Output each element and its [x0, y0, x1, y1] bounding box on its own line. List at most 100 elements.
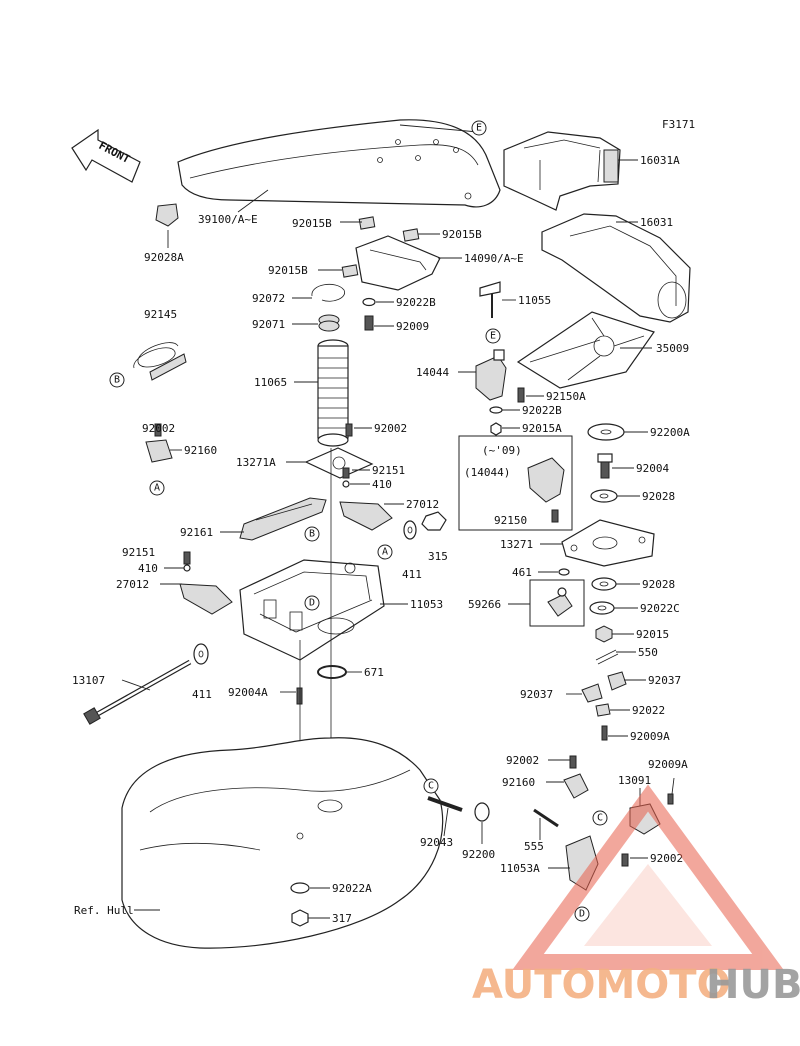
label-92004: 92004: [636, 462, 669, 475]
callout-a-left: A: [149, 480, 165, 496]
label-92002-2: 92002: [374, 422, 407, 435]
label-59266: 59266: [468, 598, 501, 611]
label-317: 317: [332, 912, 352, 925]
mount-bracket-part: [516, 311, 655, 389]
label-13271a: 13271A: [236, 456, 276, 469]
label-92022c: 92022C: [640, 602, 680, 615]
part-labels: 39100/A~E 92028A 92015B 92015B 92015B 14…: [72, 154, 690, 925]
saddle-part: [503, 131, 621, 211]
label-92022a: 92022A: [332, 882, 372, 895]
label-14090: 14090/A~E: [464, 252, 524, 265]
label-14044-paren: (14044): [464, 466, 510, 479]
label-92009: 92009: [396, 320, 429, 333]
label-11065: 11065: [254, 376, 287, 389]
label-92160-1: 92160: [184, 444, 217, 457]
callout-e-top: E: [471, 120, 487, 136]
label-35009: 35009: [656, 342, 689, 355]
label-671: 671: [364, 666, 384, 679]
triangle-logo-icon: [512, 784, 784, 970]
svg-text:E: E: [476, 123, 482, 134]
label-92022b-1: 92022B: [396, 296, 436, 309]
shaft-part: [83, 659, 192, 725]
cover-part: [177, 119, 501, 208]
label-315: 315: [428, 550, 448, 563]
label-92022: 92022: [632, 704, 665, 717]
label-92028a: 92028A: [144, 251, 184, 264]
label-92037-1: 92037: [648, 674, 681, 687]
label-27012-2: 27012: [116, 578, 149, 591]
label-11053a: 11053A: [500, 862, 540, 875]
callout-d-bracket: D: [574, 906, 590, 922]
callout-c-bracket: C: [592, 810, 608, 826]
svg-text:E: E: [490, 331, 496, 342]
svg-text:D: D: [579, 909, 585, 920]
label-92015a: 92015A: [522, 422, 562, 435]
svg-text:B: B: [114, 375, 120, 386]
label-92004a: 92004A: [228, 686, 268, 699]
callout-d-housing: D: [304, 595, 320, 611]
label-92150: 92150: [494, 514, 527, 527]
callout-e-right: E: [485, 328, 501, 344]
watermark-part2: HUB: [706, 962, 800, 1008]
callout-b-spring: B: [109, 372, 125, 388]
label-92200a: 92200A: [650, 426, 690, 439]
boot-part: [317, 339, 349, 447]
label-461: 461: [512, 566, 532, 579]
label-410-2: 410: [138, 562, 158, 575]
watermark-logo: AUTOMOTO HUB: [472, 784, 800, 1008]
knob-part: [155, 203, 179, 227]
ref-hull-label: Ref. Hull: [74, 904, 134, 917]
svg-text:B: B: [309, 529, 315, 540]
label-14044: 14044: [416, 366, 449, 379]
label-11055: 11055: [518, 294, 551, 307]
label-92150a: 92150A: [546, 390, 586, 403]
svg-text:A: A: [382, 547, 388, 558]
figure-code: F3171: [662, 118, 695, 131]
label-92015: 92015: [636, 628, 669, 641]
svg-text:C: C: [428, 781, 434, 792]
label-92145: 92145: [144, 308, 177, 321]
year-note: (~'09): [482, 444, 522, 457]
label-39100: 39100/A~E: [198, 213, 258, 226]
label-92002-3: 92002: [506, 754, 539, 767]
label-92015b-2: 92015B: [442, 228, 482, 241]
svg-text:A: A: [154, 483, 160, 494]
label-92072: 92072: [252, 292, 285, 305]
label-92009a-2: 92009A: [648, 758, 688, 771]
label-411-1: 411: [402, 568, 422, 581]
label-92071: 92071: [252, 318, 285, 331]
label-92200: 92200: [462, 848, 495, 861]
watermark-part1: AUTOMOTO: [472, 962, 731, 1008]
label-92151-2: 92151: [122, 546, 155, 559]
label-92002-1: 92002: [142, 422, 175, 435]
label-92028-1: 92028: [642, 490, 675, 503]
label-13091: 13091: [618, 774, 651, 787]
svg-text:D: D: [309, 598, 315, 609]
label-92043: 92043: [420, 836, 453, 849]
front-arrow-icon: FRONT: [71, 128, 141, 183]
hull-part: [121, 737, 444, 949]
label-92002-4: 92002: [650, 852, 683, 865]
label-27012-1: 27012: [406, 498, 439, 511]
callout-b-housing: B: [304, 526, 320, 542]
svg-text:C: C: [597, 813, 603, 824]
label-92009a-1: 92009A: [630, 730, 670, 743]
label-13271: 13271: [500, 538, 533, 551]
label-92015b-1: 92015B: [292, 217, 332, 230]
callout-a-housing: A: [377, 544, 393, 560]
label-92151-1: 92151: [372, 464, 405, 477]
label-411-2: 411: [192, 688, 212, 701]
label-11053: 11053: [410, 598, 443, 611]
callout-c-pin: C: [423, 778, 439, 794]
label-92028-2: 92028: [642, 578, 675, 591]
label-16031: 16031: [640, 216, 673, 229]
label-555: 555: [524, 840, 544, 853]
label-92160-2: 92160: [502, 776, 535, 789]
label-92015b-3: 92015B: [268, 264, 308, 277]
label-16031a: 16031A: [640, 154, 680, 167]
label-92161: 92161: [180, 526, 213, 539]
label-13107: 13107: [72, 674, 105, 687]
label-92037-2: 92037: [520, 688, 553, 701]
